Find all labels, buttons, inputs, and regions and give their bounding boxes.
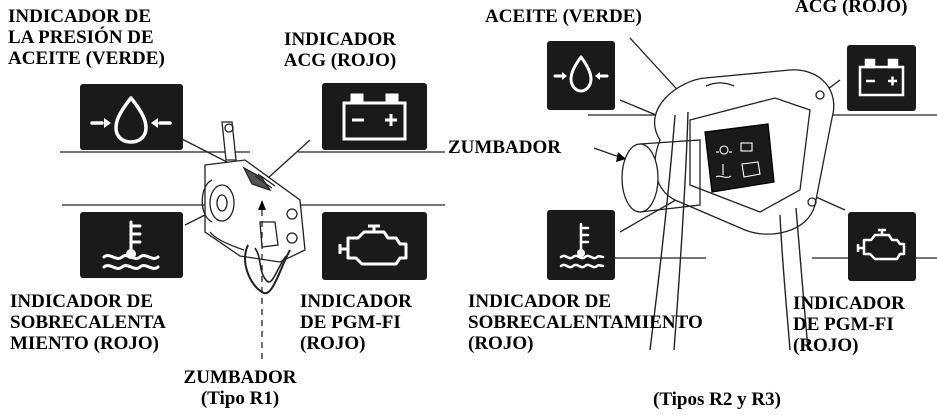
overheat-indicator-label: INDICADOR DE SOBRECALENTAMIENTO (ROJO) <box>468 291 703 354</box>
mini-indicator-icons <box>715 142 761 178</box>
oil-pressure-indicator-label: INDICADOR DE LA PRESIÓN DE ACEITE (VERDE… <box>8 6 165 69</box>
oil-pressure-icon <box>80 84 183 150</box>
check-engine-icon <box>322 212 427 280</box>
coolant-temperature-icon <box>80 212 183 278</box>
battery-acg-icon <box>322 83 427 150</box>
check-engine-icon <box>848 212 916 281</box>
pgmfi-indicator-label: INDICADOR DE PGM-FI (ROJO) <box>300 291 412 354</box>
leader-line <box>267 139 311 179</box>
buzzer-label: ZUMBADOR <box>448 137 561 158</box>
engine-assembly-left <box>201 121 306 295</box>
overheat-indicator-label: INDICADOR DE SOBRECALENTA MIENTO (ROJO) <box>10 291 166 354</box>
acg-indicator-label: ACG (ROJO) <box>795 0 908 17</box>
acg-indicator-label: INDICADOR ACG (ROJO) <box>283 29 397 71</box>
buzzer-r1-label: ZUMBADOR (Tipo R1) <box>183 367 297 409</box>
battery-acg-icon <box>847 45 916 111</box>
pgmfi-indicator-label: INDICADOR DE PGM-FI (ROJO) <box>793 293 905 356</box>
oil-indicator-label: ACEITE (VERDE) <box>485 6 642 27</box>
types-r2-r3-label: (Tipos R2 y R3) <box>653 389 781 410</box>
coolant-temperature-icon <box>547 210 615 280</box>
oil-pressure-icon <box>547 41 615 110</box>
